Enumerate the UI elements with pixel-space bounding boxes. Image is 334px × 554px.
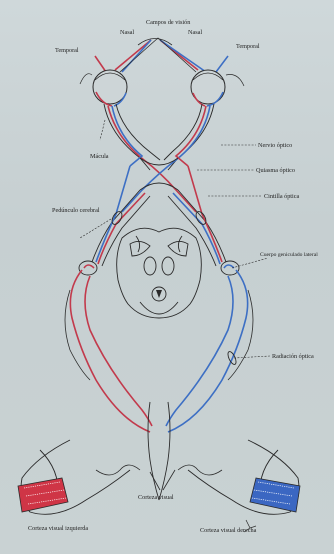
nasal-left-label: Nasal (120, 29, 134, 36)
visual-field-lines (95, 38, 228, 72)
lateral-geniculate-label: Cuerpo geniculado lateral (260, 252, 318, 258)
occipital-cortex (18, 402, 300, 532)
left-visual-cortex-label: Corteza visual izquierda (28, 525, 88, 532)
right-visual-cortex-label: Corteza visual derecha (200, 527, 257, 534)
visual-fields-label: Campos de visión (146, 19, 190, 26)
optic-nerve-label: Nervio óptico (258, 142, 292, 149)
optic-radiation-label: Radiación óptica (272, 353, 314, 360)
temporal-right-label: Temporal (236, 43, 260, 50)
cerebral-peduncle-label: Pedúnculo cerebral (52, 207, 100, 214)
optic-tracts (92, 166, 226, 266)
optic-tract-label: Cintilla óptica (264, 193, 299, 200)
temporal-left-label: Temporal (55, 47, 79, 54)
nasal-right-label: Nasal (188, 29, 202, 36)
midbrain-section (117, 228, 202, 318)
left-eye (80, 70, 127, 106)
macula-label: Mácula (90, 153, 109, 160)
optic-chiasm-label: Quiasma óptico (256, 167, 295, 174)
visual-cortex-label: Corteza visual (138, 494, 174, 501)
right-eye (191, 70, 244, 106)
